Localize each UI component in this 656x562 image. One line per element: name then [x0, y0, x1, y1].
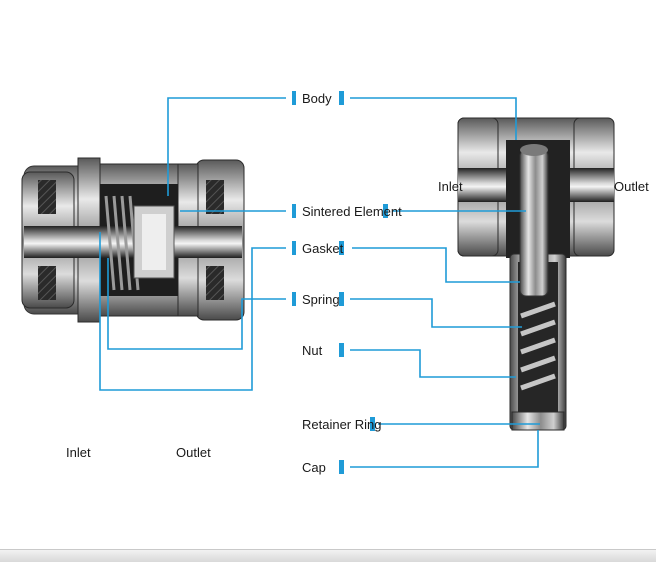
label-sintered-element: Sintered Element: [302, 204, 402, 219]
label-markers: [292, 91, 388, 474]
label-nut: Nut: [302, 343, 323, 358]
right-outlet-label: Outlet: [614, 179, 649, 194]
left-inlet-label: Inlet: [66, 445, 91, 460]
tee-filter-illustration: [457, 117, 615, 431]
label-retainer-ring: Retainer Ring: [302, 417, 382, 432]
label-cap: Cap: [302, 460, 326, 475]
bottom-scroll-edge: [0, 549, 656, 562]
label-spring: Spring: [302, 292, 340, 307]
label-body: Body: [302, 91, 332, 106]
leader-lines: [99, 97, 540, 468]
left-outlet-label: Outlet: [176, 445, 211, 460]
right-inlet-label: Inlet: [438, 179, 463, 194]
inline-filter-illustration: [21, 157, 245, 323]
label-gasket: Gasket: [302, 241, 344, 256]
